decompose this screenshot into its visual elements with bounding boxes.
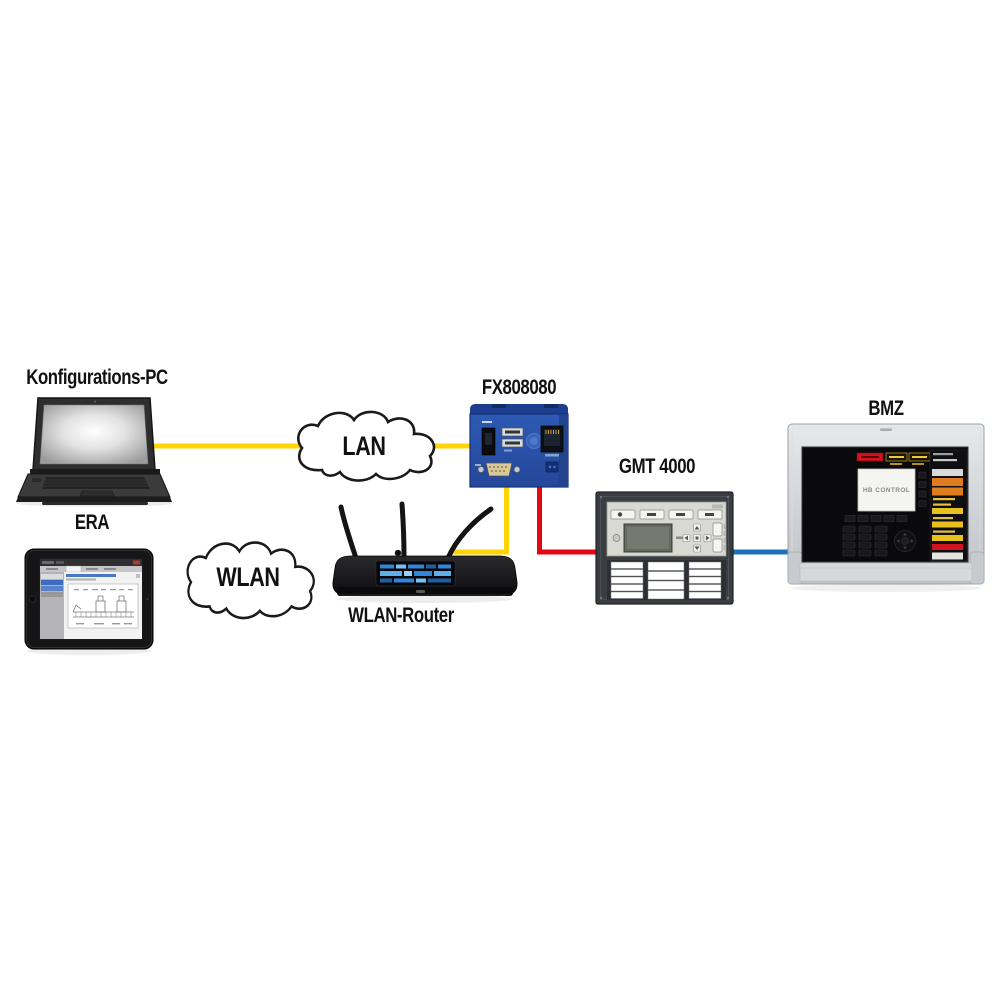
cable-fx-to-gmt [537, 484, 597, 555]
gmt-top-buttons [610, 509, 723, 520]
bmz-nav-pad [894, 530, 916, 552]
label-wlan: WLAN [216, 562, 280, 592]
laptop-hinge [30, 469, 160, 474]
tablet-home-button [28, 595, 37, 603]
lan-cloud-shape [297, 410, 436, 482]
fx-gateway-illustration [469, 404, 569, 488]
fx-usb-ports [501, 427, 524, 452]
tablet-camera [146, 597, 149, 601]
laptop-screen [39, 404, 149, 465]
bmz-display-side-buttons [918, 471, 927, 507]
fx-serial-port [477, 462, 521, 477]
router-illustration [332, 501, 518, 603]
label-bmz: BMZ [868, 397, 904, 420]
laptop-webcam [93, 400, 97, 403]
gmt-label-strips [610, 561, 722, 600]
bmz-soft-keys [844, 515, 908, 522]
bmz-display-text: HB CONTROL [863, 487, 910, 494]
tablet-drawing-dimension-marks [74, 589, 133, 625]
bmz-led-label-column [929, 449, 968, 562]
router-antennas [338, 501, 494, 561]
fx-ethernet-port [540, 425, 564, 457]
label-wlan-router: WLAN-Router [348, 604, 454, 627]
laptop-touchpad [79, 490, 115, 497]
tablet-screen-content [40, 559, 142, 639]
router-display-segments [380, 564, 451, 583]
label-gmt-4000: GMT 4000 [618, 455, 696, 478]
cable-fx-to-router [452, 484, 509, 555]
tablet-vessel-drawing [72, 595, 134, 618]
laptop-illustration [15, 397, 175, 507]
gmt-panel-illustration [595, 491, 734, 605]
label-fx808080: FX808080 [481, 376, 557, 399]
gmt-round-button [612, 534, 621, 542]
bmz-display [857, 468, 916, 512]
gmt-arrow-keys [682, 523, 712, 553]
label-lan: LAN [342, 431, 386, 461]
tablet-illustration [24, 548, 154, 655]
wlan-cloud-shape [186, 541, 315, 620]
label-era: ERA [74, 511, 110, 534]
bmz-panel-illustration: HB CONTROL [787, 423, 985, 592]
label-konfigurations-pc: Konfigurations-PC [26, 366, 168, 389]
bmz-keypad [842, 525, 888, 557]
